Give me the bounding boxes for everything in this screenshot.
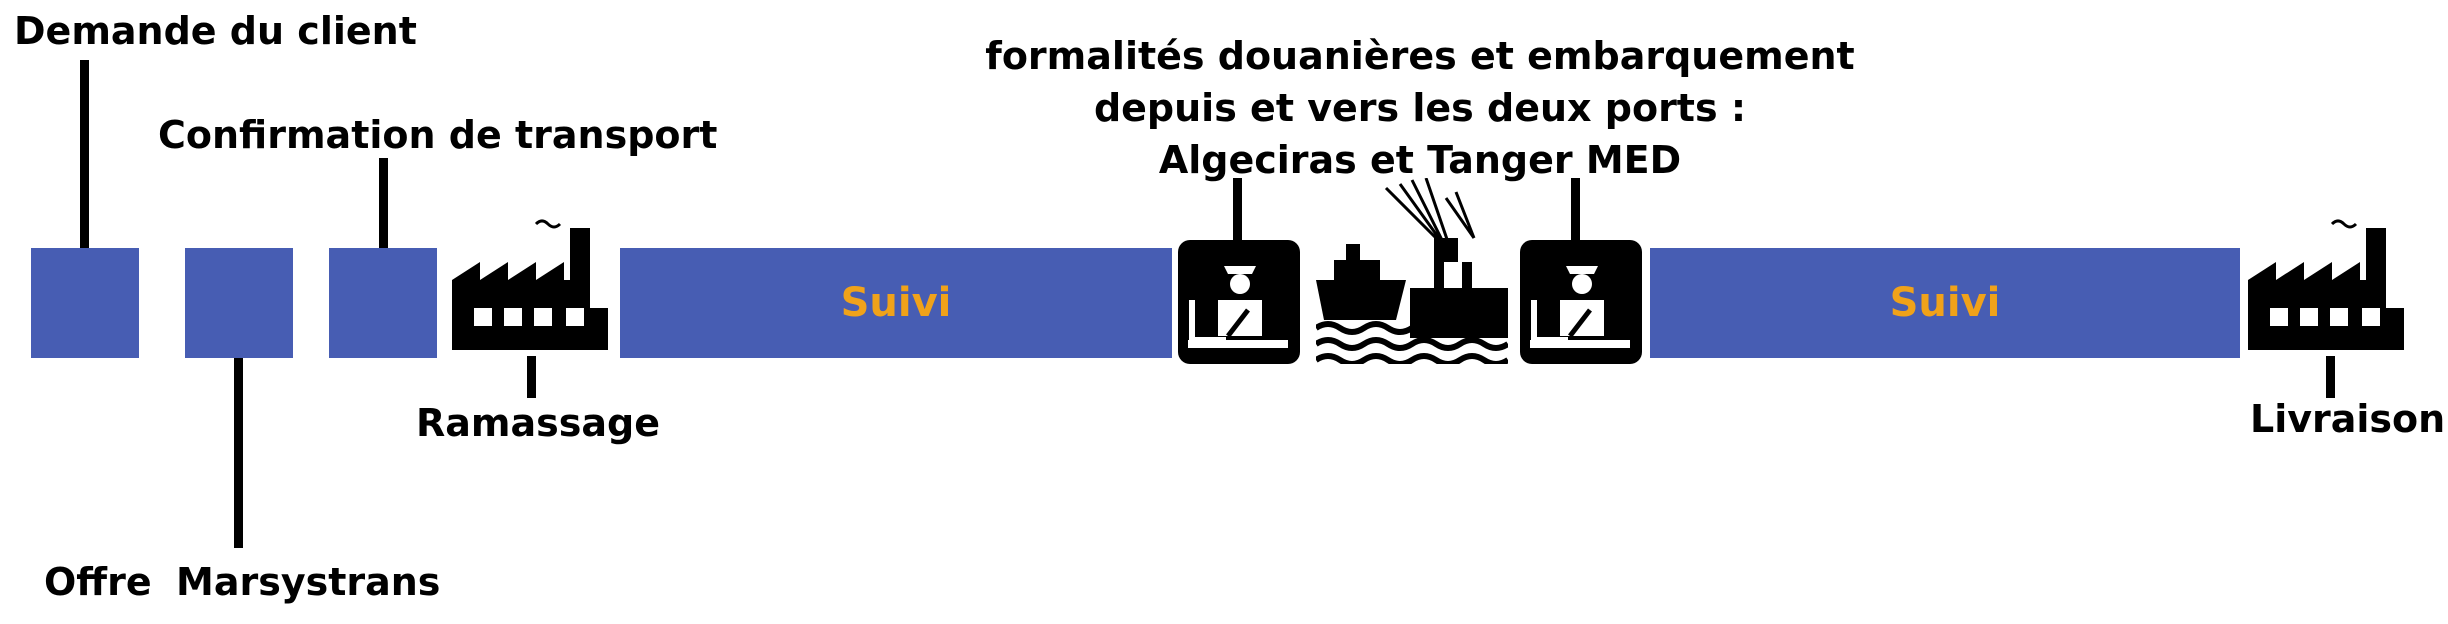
suivi-label-1: Suivi — [840, 280, 952, 326]
suivi-label-2: Suivi — [1889, 280, 2001, 326]
stem-livraison — [2326, 356, 2335, 398]
label-marsystrans: Marsystrans — [176, 560, 441, 604]
stem-ramassage — [527, 356, 536, 398]
customs-officer-icon — [1178, 240, 1300, 364]
label-offre: Offre — [44, 560, 152, 604]
label-ramassage: Ramassage — [416, 401, 660, 445]
stem-customs-1 — [1233, 178, 1242, 240]
label-douane-line2: depuis et vers les deux ports : — [1093, 86, 1747, 130]
label-douane: formalités douanières et embarquement de… — [930, 30, 1910, 186]
label-douane-line1: formalités douanières et embarquement — [985, 34, 1855, 78]
stem-confirmation — [379, 158, 388, 248]
label-livraison: Livraison — [2250, 397, 2446, 441]
factory-icon — [2248, 219, 2404, 350]
step-box-offre — [185, 248, 293, 358]
stem-offre — [234, 358, 243, 548]
suivi-bar-1: Suivi — [620, 248, 1172, 358]
label-confirmation: Confirmation de transport — [158, 113, 718, 157]
step-box-demande — [31, 248, 139, 358]
label-demande-client: Demande du client — [14, 9, 417, 53]
suivi-bar-2: Suivi — [1650, 248, 2240, 358]
port-ship-crane-icon — [1316, 178, 1508, 364]
step-box-confirmation — [329, 248, 437, 358]
factory-icon — [452, 219, 608, 350]
stem-customs-2 — [1571, 178, 1580, 240]
label-douane-line3: Algeciras et Tanger MED — [1158, 138, 1682, 182]
stem-demande — [80, 60, 89, 248]
customs-officer-icon — [1520, 240, 1642, 364]
